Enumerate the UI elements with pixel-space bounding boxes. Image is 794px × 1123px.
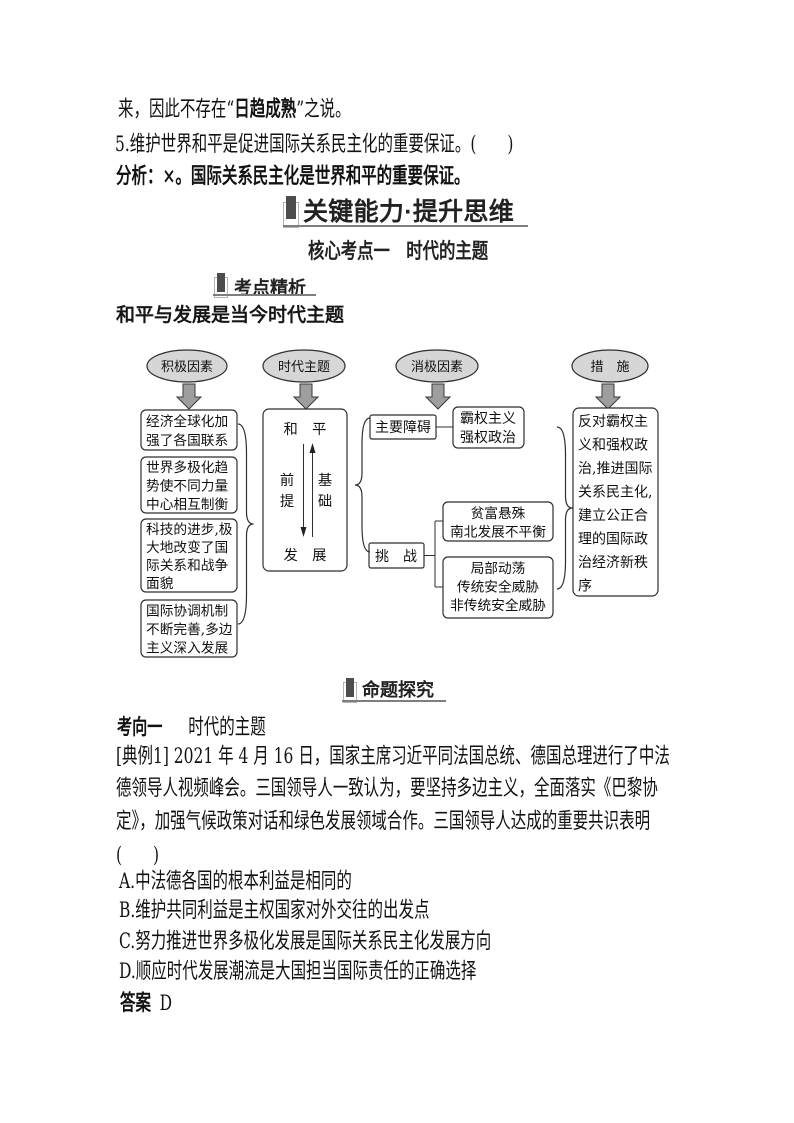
oval-era-theme (262, 349, 346, 383)
block2-ornament-bar (346, 678, 354, 697)
example-line-2: 德领导人视频峰会。三国领导人一致认为，要坚持多边主义，全面落实《巴黎协 (116, 776, 658, 801)
block1-ornament-bar (217, 273, 225, 292)
block2-rule (342, 700, 446, 702)
block-arrow-down (594, 383, 622, 410)
oval-measures (571, 349, 649, 383)
box-text-line: 国际协调机制 (146, 604, 228, 620)
box-text-line: 势使不同力量 (146, 478, 228, 495)
option-d: D.顺应时代发展潮流是大国担当国际责任的正确选择 (119, 959, 477, 984)
challenge-line: 非传统安全威胁 (450, 597, 546, 614)
oval-negative-factors (395, 349, 479, 383)
measures-line: 序 (578, 579, 592, 595)
positive-box-3 (140, 518, 238, 593)
theme-box (262, 408, 348, 572)
example-line-1: [典例1] 2021 年 4 月 16 日，国家主席习近平同法国总统、德国总理进… (116, 744, 670, 769)
measures-line: 建立公正合 (578, 508, 648, 524)
answer-line: 答案 D (120, 992, 172, 1016)
challenge-box-1 (442, 501, 554, 542)
challenge-line: 南北发展不平衡 (450, 525, 546, 541)
box-text-line: 面貌 (146, 576, 174, 592)
box-text-line: 中心相互制衡 (146, 497, 228, 513)
lead-heading: 和平与发展是当今时代主题 (116, 304, 345, 326)
challenge-box-2 (442, 556, 554, 619)
block-arrow-down (424, 383, 452, 410)
answer-label: 答案 (120, 991, 151, 1016)
block-arrow-down (175, 383, 203, 410)
direction-title: 时代的主题 (188, 715, 266, 740)
text-segment-emphasis: 日趋成熟 (234, 97, 297, 122)
question-5-line: 5.维护世界和平是促进国际关系民主化的重要保证。( ) (115, 132, 514, 157)
section-title-rule (283, 225, 528, 227)
box-text-line: 科技的进步,极 (146, 522, 233, 538)
answer-value: D (159, 991, 173, 1016)
brace-right-1 (237, 423, 254, 625)
analysis-line: 分析：×。国际关系民主化是世界和平的重要保证。 (116, 164, 470, 189)
obstacle-box (452, 406, 525, 449)
block1-rule (213, 294, 316, 296)
block2-label: 命题探究 (362, 680, 434, 700)
box-text-line: 经济全球化加 (146, 413, 228, 430)
obstacle-line: 霸权主义 (460, 411, 516, 427)
theme-right-char: 基 (318, 472, 332, 489)
direction-heading: 考向一 时代的主题 (117, 716, 266, 740)
brace-left-2 (354, 417, 371, 553)
oval-label: 消极因素 (411, 360, 463, 375)
oval-label: 措 施 (590, 360, 629, 375)
measures-line: 治,推进国际 (578, 461, 652, 477)
section-title: 关键能力·提升思维 (303, 198, 515, 226)
box-text-line: 主义深入发展 (146, 641, 228, 657)
block1-label: 考点精析 (234, 278, 306, 298)
positive-box-4 (140, 599, 238, 658)
theme-top-label: 和 平 (284, 421, 327, 438)
challenge-line: 贫富悬殊 (471, 505, 526, 522)
measures-box (572, 407, 659, 597)
box-text-line: 强了各国联系 (146, 433, 228, 449)
theme-right-char: 础 (318, 493, 332, 510)
theme-left-char: 前 (280, 472, 294, 489)
measures-line: 关系民主化, (578, 485, 652, 501)
oval-label: 时代主题 (278, 360, 330, 375)
measures-line: 义和强权政 (578, 438, 648, 454)
obstacle-label: 主要障碍 (375, 420, 431, 436)
option-a: A.中法德各国的根本利益是相同的 (119, 869, 352, 894)
text-segment: 来，因此不存在“ (118, 97, 235, 122)
challenge-line: 传统安全威胁 (457, 579, 539, 596)
block-arrow-down (292, 383, 320, 410)
text-segment: ”之说。 (296, 97, 351, 122)
measures-line: 理的国际政 (578, 532, 648, 548)
measures-line: 治经济新秩 (578, 555, 648, 571)
box-text-line: 际关系和战争 (146, 558, 228, 574)
example-line-3: 定》，加强气候政策对话和绿色发展领域合作。三国领导人达成的重要共识表明 (116, 809, 651, 834)
oval-positive-factors (146, 349, 228, 383)
diagram-shapes (140, 349, 659, 658)
box-text-line: 世界多极化趋 (146, 459, 228, 476)
obstacle-line: 强权政治 (460, 430, 516, 446)
theme-arrow-down-head (300, 527, 307, 537)
brace-right-3 (556, 426, 573, 590)
example-line-4: ( ) (116, 843, 160, 868)
measures-line: 反对霸权主 (578, 414, 648, 430)
section-ornament-bar (286, 196, 296, 219)
direction-label: 考向一 (117, 716, 163, 739)
intro-line-1: 来，因此不存在“日趋成熟”之说。 (118, 98, 351, 122)
theme-left-char: 提 (280, 493, 294, 510)
challenge-line: 局部动荡 (471, 561, 526, 577)
oval-label: 积极因素 (161, 360, 213, 375)
theme-bottom-label: 发 展 (284, 547, 327, 564)
positive-box-1 (140, 409, 238, 451)
diagram-text: 积极因素 时代主题 消极因素 措 施 经济全球化加 强了各国联系 世界多极化趋 … (146, 360, 652, 657)
option-b: B.维护共同利益是主权国家对外交往的出发点 (119, 898, 430, 923)
option-c: C.努力推进世界多极化发展是国际关系民主化发展方向 (119, 929, 492, 954)
challenge-label: 挑 战 (375, 549, 417, 565)
positive-box-2 (140, 456, 238, 514)
core-point-heading: 核心考点一 时代的主题 (308, 240, 489, 263)
box-text-line: 大地改变了国 (146, 540, 228, 556)
box-text-line: 不断完善,多边 (146, 621, 233, 638)
theme-arrow-up-head (309, 443, 316, 453)
